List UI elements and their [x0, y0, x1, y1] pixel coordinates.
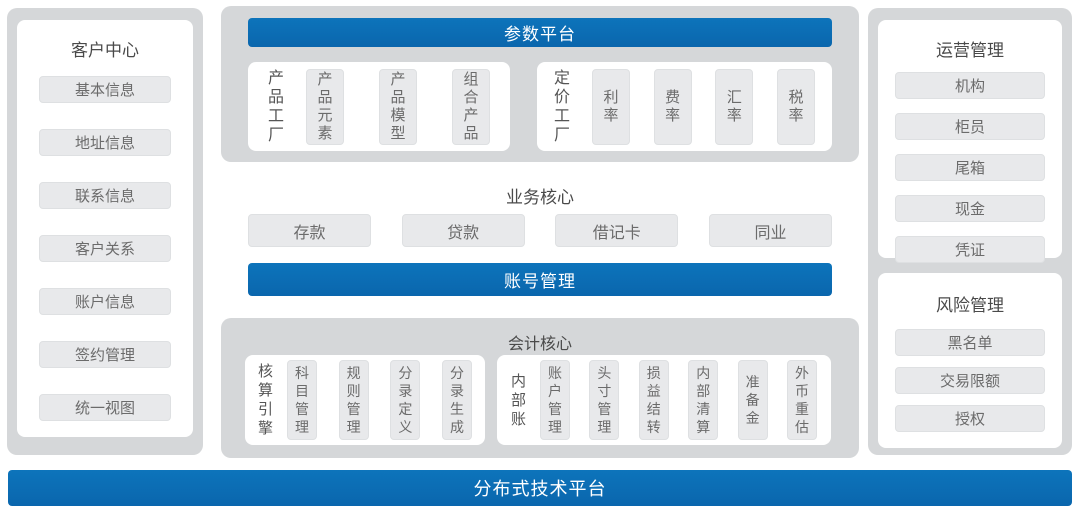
- business-core-title: 业务核心: [506, 188, 574, 207]
- module-chip: 产 品 元 素: [306, 68, 345, 145]
- module-chip: 借记卡: [555, 214, 679, 247]
- accounting-core-panel: 会计核心 核 算 引 擎 科 目 管 理规 则 管 理分 录 定 义分 录 生 …: [221, 318, 859, 458]
- module-chip: 黑名单: [895, 329, 1045, 356]
- product-factory-label: 产 品 工 厂: [268, 69, 285, 144]
- internal-account-label: 内 部 账: [511, 372, 527, 428]
- module-chip: 外 币 重 估: [786, 360, 817, 440]
- product-factory-card: 产 品 工 厂 产 品 元 素产 品 模 型组 合 产 品: [248, 62, 510, 151]
- internal-account-card: 内 部 账 账 户 管 理头 寸 管 理损 益 结 转内 部 清 算准 备 金外…: [497, 355, 831, 445]
- module-chip: 基本信息: [39, 76, 171, 103]
- module-chip: 损 益 结 转: [638, 360, 669, 440]
- module-chip: 授权: [895, 405, 1045, 432]
- param-platform-panel: 参数平台 产 品 工 厂 产 品 元 素产 品 模 型组 合 产 品 定 价 工…: [221, 6, 859, 162]
- module-chip: 机构: [895, 72, 1045, 99]
- module-chip: 汇 率: [715, 68, 754, 145]
- account-management-bar: 账号管理: [248, 263, 832, 296]
- customer-center-panel: 客户中心 基本信息地址信息联系信息客户关系账户信息签约管理统一视图: [7, 8, 203, 455]
- module-chip: 交易限额: [895, 367, 1045, 394]
- operations-management-title: 运营管理: [936, 41, 1004, 60]
- accounting-engine-card: 核 算 引 擎 科 目 管 理规 则 管 理分 录 定 义分 录 生 成: [245, 355, 485, 445]
- module-chip: 账户信息: [39, 288, 171, 315]
- risk-management-list: 黑名单交易限额授权: [878, 329, 1062, 432]
- module-chip: 准 备 金: [737, 360, 768, 440]
- accounting-engine-label: 核 算 引 擎: [258, 363, 274, 437]
- module-chip: 税 率: [776, 68, 815, 145]
- module-chip: 地址信息: [39, 129, 171, 156]
- module-chip: 费 率: [653, 68, 692, 145]
- module-chip: 利 率: [592, 68, 631, 145]
- right-side-panel: 运营管理 机构柜员尾箱现金凭证 风险管理 黑名单交易限额授权: [868, 8, 1072, 455]
- module-chip: 分 录 生 成: [441, 360, 472, 440]
- param-platform-bar: 参数平台: [248, 18, 832, 47]
- module-chip: 产 品 模 型: [379, 68, 417, 145]
- pricing-factory-label: 定 价 工 厂: [554, 69, 571, 144]
- customer-center-list: 基本信息地址信息联系信息客户关系账户信息签约管理统一视图: [17, 76, 193, 421]
- module-chip: 尾箱: [895, 154, 1045, 181]
- module-chip: 柜员: [895, 113, 1045, 140]
- module-chip: 组 合 产 品: [451, 68, 490, 145]
- module-chip: 科 目 管 理: [287, 360, 318, 440]
- module-chip: 同业: [708, 214, 832, 247]
- module-chip: 统一视图: [39, 394, 171, 421]
- module-chip: 规 则 管 理: [338, 360, 369, 440]
- accounting-engine-items: 科 目 管 理规 则 管 理分 录 定 义分 录 生 成: [287, 360, 472, 440]
- module-chip: 内 部 清 算: [688, 360, 719, 440]
- customer-center-title: 客户中心: [71, 41, 139, 60]
- module-chip: 贷款: [401, 214, 525, 247]
- module-chip: 现金: [895, 195, 1045, 222]
- operations-management-card: 运营管理 机构柜员尾箱现金凭证: [878, 20, 1062, 263]
- accounting-core-title: 会计核心: [507, 336, 572, 353]
- module-chip: 凭证: [895, 236, 1045, 263]
- module-chip: 存款: [248, 214, 371, 247]
- module-chip: 签约管理: [39, 341, 171, 368]
- module-chip: 分 录 定 义: [390, 360, 421, 440]
- module-chip: 头 寸 管 理: [589, 360, 620, 440]
- module-chip: 联系信息: [39, 182, 171, 209]
- pricing-factory-card: 定 价 工 厂 利 率费 率汇 率税 率: [537, 62, 832, 151]
- risk-management-title: 风险管理: [936, 296, 1004, 315]
- operations-management-list: 机构柜员尾箱现金凭证: [878, 72, 1062, 263]
- business-core-row: 存款贷款借记卡同业: [248, 214, 832, 247]
- pricing-factory-items: 利 率费 率汇 率税 率: [592, 68, 815, 145]
- internal-account-items: 账 户 管 理头 寸 管 理损 益 结 转内 部 清 算准 备 金外 币 重 估: [540, 360, 817, 440]
- customer-center-card: 客户中心 基本信息地址信息联系信息客户关系账户信息签约管理统一视图: [17, 20, 193, 437]
- tech-platform-bar: 分布式技术平台: [8, 470, 1072, 506]
- product-factory-items: 产 品 元 素产 品 模 型组 合 产 品: [306, 68, 490, 145]
- module-chip: 账 户 管 理: [540, 360, 571, 440]
- risk-management-card: 风险管理 黑名单交易限额授权: [878, 273, 1062, 448]
- module-chip: 客户关系: [39, 235, 171, 262]
